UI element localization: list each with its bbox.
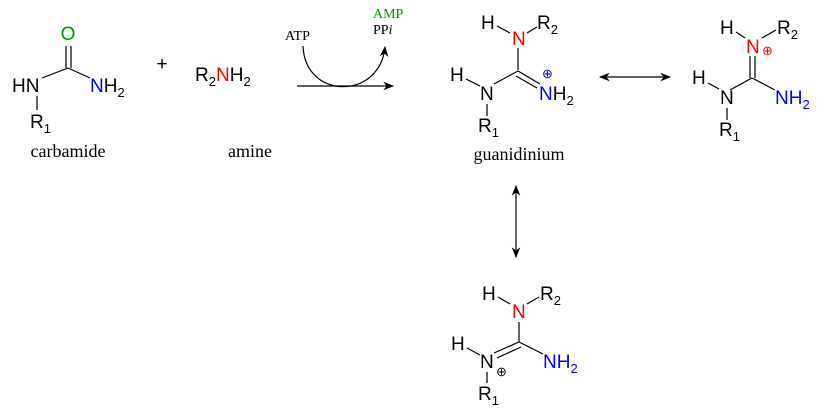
svg-text:N: N (746, 37, 760, 58)
nh2-group: NH2 (90, 76, 125, 100)
resonance-structure-bottom: H N R2 H N ⊕ NH2 R1 (451, 284, 578, 408)
amp-label: AMP (373, 7, 404, 22)
svg-text:H: H (450, 65, 464, 86)
svg-text:⊕: ⊕ (496, 364, 507, 379)
svg-text:N: N (480, 352, 494, 373)
svg-text:R2: R2 (537, 13, 558, 37)
plus-sign: + (156, 54, 167, 75)
svg-text:R1: R1 (478, 384, 499, 408)
ppi-label: PPi (373, 23, 393, 38)
svg-text:R1: R1 (719, 120, 740, 144)
svg-text:NH2: NH2 (543, 352, 578, 376)
svg-text:R2NH2: R2NH2 (195, 65, 251, 89)
oxygen-atom: O (61, 24, 76, 45)
svg-text:R2: R2 (540, 284, 561, 308)
carbamide-label: carbamide (31, 141, 106, 161)
svg-text:H: H (482, 284, 496, 305)
atp-label: ATP (285, 29, 310, 44)
svg-text:R1: R1 (478, 116, 499, 140)
svg-text:R2: R2 (777, 18, 798, 42)
svg-text:N: N (512, 29, 526, 50)
guanidinium-label: guanidinium (474, 144, 565, 164)
svg-text:NH2: NH2 (539, 84, 574, 108)
resonance-structure-right: H N ⊕ R2 H N NH2 R1 (692, 18, 810, 144)
svg-text:H: H (720, 18, 734, 39)
svg-text:NH2: NH2 (775, 88, 810, 112)
svg-text:H: H (692, 68, 706, 89)
svg-text:N: N (512, 302, 526, 323)
amine-label: amine (228, 141, 272, 161)
hn-group: HN (12, 76, 39, 97)
r1-group: R1 (30, 112, 51, 136)
guanidinium-structure: H N R2 H N NH2 ⊕ R1 guanidinium (450, 13, 574, 164)
svg-text:H: H (451, 334, 465, 355)
svg-text:N: N (720, 88, 734, 109)
svg-text:⊕: ⊕ (762, 43, 773, 58)
reaction-arrow: ATP AMP PPi (285, 7, 404, 91)
svg-text:H: H (481, 13, 495, 34)
carbamide-structure: O HN NH2 R1 carbamide (12, 24, 125, 161)
amine-structure: R2NH2 amine (195, 65, 272, 161)
positive-charge: ⊕ (542, 66, 553, 81)
svg-text:N: N (480, 84, 494, 105)
